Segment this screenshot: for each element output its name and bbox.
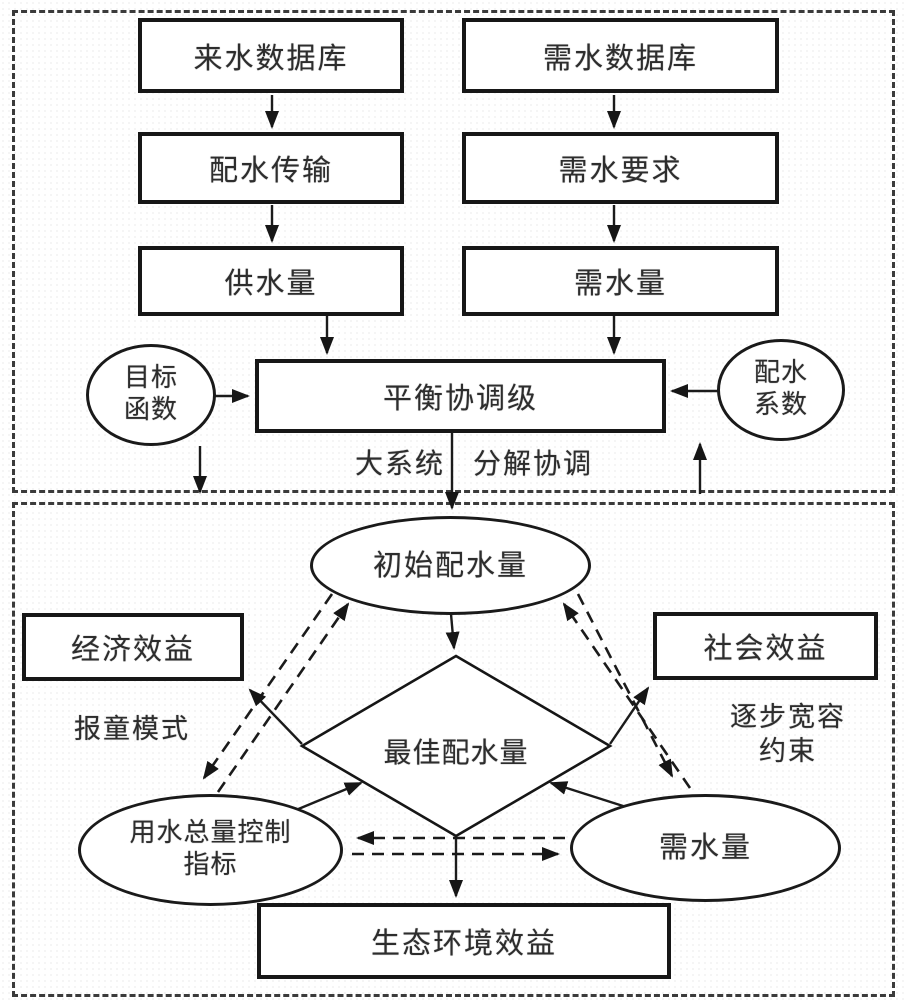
caption-newsboy-model: 报童模式	[74, 714, 190, 745]
ellipse-objective-function: 目标 函数	[86, 344, 216, 446]
node-ecological-benefit: 生态环境效益	[257, 903, 671, 979]
dashed-initial-to-watertotal	[202, 593, 334, 780]
caption-line1: 逐步宽容	[730, 702, 846, 733]
arrow-watertotal-to-diamond	[295, 781, 363, 812]
ellipse-label: 初始配水量	[372, 547, 528, 582]
caption-decomposition-coordination: 分解协调	[472, 447, 593, 480]
node-supply-database: 来水数据库	[138, 18, 404, 93]
arrow-diamond-to-social	[609, 686, 650, 745]
node-label: 需水要求	[558, 153, 683, 187]
node-label: 配水传输	[208, 153, 333, 187]
node-label: 供水量	[224, 266, 318, 300]
node-social-benefit: 社会效益	[653, 612, 878, 680]
ellipse-water-total-control: 用水总量控制 指标	[78, 794, 343, 906]
arrow-diamond-to-economic	[248, 688, 303, 745]
node-demand-requirement: 需水要求	[462, 132, 779, 204]
ellipse-initial-allocation: 初始配水量	[310, 516, 591, 615]
caption-progressive-tolerance: 逐步宽容 约束	[712, 701, 864, 769]
ellipse-label: 需水量	[658, 830, 752, 865]
arrow-initial-to-diamond	[445, 613, 460, 650]
node-demand-database: 需水数据库	[462, 18, 779, 93]
ellipse-label-line2: 函数	[123, 395, 178, 425]
node-label: 平衡协调级	[382, 381, 538, 415]
node-label: 需水量	[573, 266, 667, 300]
ellipse-allocation-coefficient: 配水 系数	[717, 339, 845, 441]
ellipse-label-line2: 系数	[753, 390, 808, 420]
diamond-shape	[299, 654, 613, 838]
node-label: 社会效益	[703, 631, 828, 665]
dashed-initial-to-demand	[576, 593, 674, 778]
node-balance-coordination: 平衡协调级	[255, 359, 666, 433]
caption-line2: 约束	[759, 735, 817, 767]
node-label: 需水数据库	[542, 40, 698, 75]
node-label: 来水数据库	[193, 40, 349, 75]
node-economic-benefit: 经济效益	[22, 613, 244, 681]
ellipse-water-demand: 需水量	[570, 794, 841, 902]
node-demand-amount: 需水量	[462, 246, 779, 316]
ellipse-label-line1: 用水总量控制	[129, 818, 292, 849]
node-label: 经济效益	[70, 632, 195, 666]
dashed-demand-to-initial	[562, 602, 692, 789]
caption-large-system: 大系统	[354, 447, 445, 480]
dashed-watertotal-to-initial	[216, 602, 350, 793]
node-water-transmission: 配水传输	[138, 132, 404, 204]
solid-arrows	[193, 95, 718, 898]
ellipse-label-line1: 配水	[753, 358, 808, 389]
node-supply-amount: 供水量	[138, 246, 404, 316]
ellipse-label-line1: 目标	[123, 363, 178, 394]
node-label: 生态环境效益	[370, 926, 557, 960]
upper-region-frame	[12, 10, 895, 493]
ellipse-label-line2: 指标	[183, 850, 238, 880]
diamond-optimal-allocation-label: 最佳配水量	[383, 736, 529, 769]
